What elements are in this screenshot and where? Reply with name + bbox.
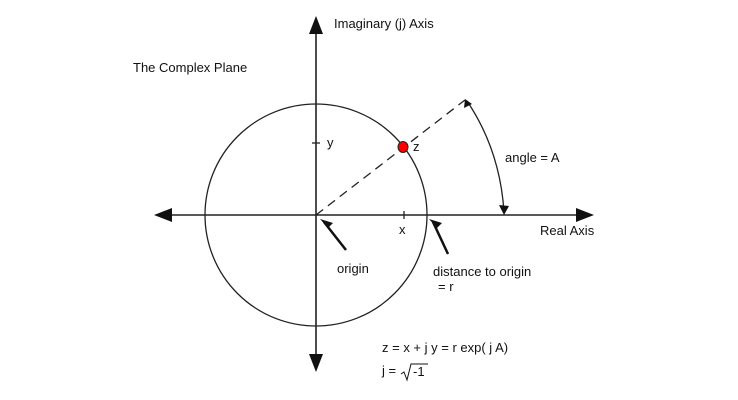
origin-label: origin <box>337 261 369 276</box>
y-label: y <box>327 135 334 150</box>
arc-arrowhead-top <box>464 99 472 108</box>
radius-dashed-line <box>315 99 466 216</box>
imaginary-axis-label: Imaginary (j) Axis <box>334 16 434 31</box>
arrow-right-icon <box>576 208 594 222</box>
formula-polar: z = x + j y = r exp( j A) <box>382 340 509 355</box>
arrow-up-icon <box>309 16 323 34</box>
z-label: z <box>413 139 420 154</box>
distance-label: distance to origin <box>433 264 532 279</box>
formula-j-prefix: j = <box>382 363 397 378</box>
x-label: x <box>399 222 406 237</box>
angle-arc <box>466 100 505 213</box>
arc-arrowhead-bottom <box>499 205 509 215</box>
diagram-title: The Complex Plane <box>133 60 248 75</box>
origin-pointer-icon <box>320 219 347 251</box>
point-z <box>397 141 409 153</box>
distance-r-label: = r <box>438 279 454 294</box>
arrow-down-icon <box>309 354 323 372</box>
unit-circle <box>204 103 428 327</box>
angle-label: angle = A <box>505 150 560 165</box>
arrow-left-icon <box>154 208 172 222</box>
real-axis-label: Real Axis <box>540 223 595 238</box>
formula-j-radicand: -1 <box>413 364 425 379</box>
distance-pointer-icon <box>429 219 450 255</box>
sqrt-sign <box>400 363 428 382</box>
